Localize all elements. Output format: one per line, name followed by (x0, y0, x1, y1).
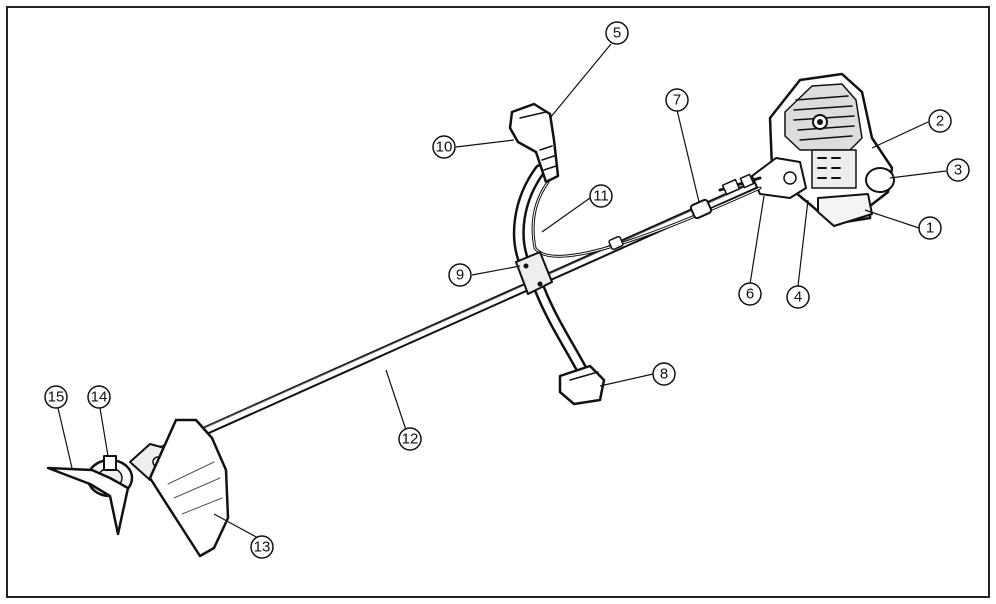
callout-10: 10 (432, 135, 456, 159)
callout-6: 6 (738, 282, 762, 306)
callout-15: 15 (44, 385, 68, 409)
svg-text:11: 11 (593, 188, 609, 205)
clutch-housing (751, 157, 807, 199)
svg-text:4: 4 (794, 289, 802, 306)
engine (718, 72, 895, 227)
svg-text:5: 5 (613, 25, 621, 42)
svg-text:12: 12 (402, 431, 419, 448)
leader-lines (57, 43, 947, 539)
brushcutter-drawing (46, 72, 895, 558)
callout-7: 7 (665, 88, 689, 112)
callout-3: 3 (946, 158, 970, 182)
svg-text:3: 3 (954, 162, 962, 179)
callout-11: 11 (589, 184, 613, 208)
blade-guard (148, 418, 230, 558)
svg-text:7: 7 (673, 92, 681, 109)
svg-text:8: 8 (660, 366, 668, 383)
callout-12: 12 (398, 427, 422, 451)
callout-5: 5 (605, 21, 629, 45)
svg-text:13: 13 (254, 539, 271, 556)
callout-13: 13 (250, 535, 274, 559)
svg-text:10: 10 (436, 139, 453, 156)
air-filter-cover (865, 167, 895, 193)
left-grip (558, 364, 606, 406)
throttle-grip (508, 102, 560, 184)
callout-8: 8 (652, 362, 676, 386)
svg-text:6: 6 (746, 286, 754, 303)
callouts: 1 2 3 4 5 6 7 8 9 10 11 12 13 14 15 (44, 21, 970, 559)
cutting-blade (46, 466, 130, 536)
cable-clip (689, 198, 713, 220)
fuel-tank (817, 193, 873, 227)
handlebar-clamp (515, 251, 553, 295)
svg-text:14: 14 (91, 389, 108, 406)
callout-4: 4 (786, 285, 810, 309)
callout-1: 1 (918, 216, 942, 240)
svg-text:2: 2 (936, 113, 944, 130)
svg-text:15: 15 (48, 389, 65, 406)
callout-14: 14 (87, 385, 111, 409)
callout-9: 9 (448, 263, 472, 287)
cable-clip (608, 235, 624, 251)
svg-text:1: 1 (926, 220, 934, 237)
callout-2: 2 (928, 109, 952, 133)
svg-text:9: 9 (456, 267, 464, 284)
